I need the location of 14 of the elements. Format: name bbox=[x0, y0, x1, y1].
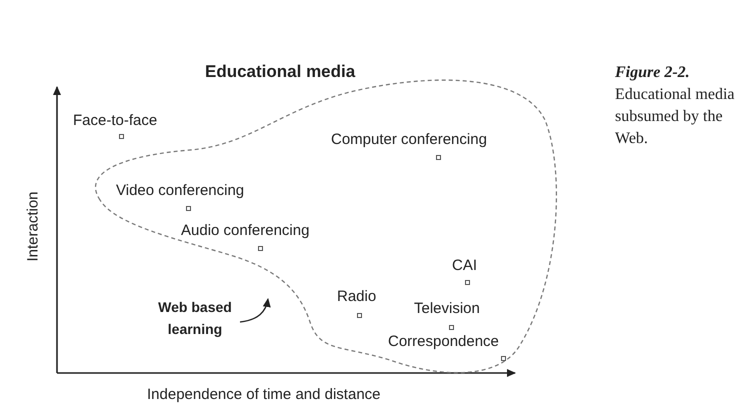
point-label: Computer conferencing bbox=[331, 131, 487, 148]
point-label: CAI bbox=[452, 257, 478, 274]
point-label: Face-to-face bbox=[73, 112, 158, 129]
arrow bbox=[240, 298, 270, 323]
point-label: Radio bbox=[337, 288, 376, 305]
chart-title: Educational media bbox=[205, 62, 356, 82]
region-label: Web based learning bbox=[150, 296, 240, 340]
figure-caption: Figure 2-2. Educational media subsumed by the Web. bbox=[615, 63, 736, 149]
point-label: Correspondence bbox=[388, 333, 499, 350]
axis-label: Independence of time and distance bbox=[147, 386, 381, 403]
point-label: Audio conferencing bbox=[181, 222, 310, 239]
point-label: Television bbox=[414, 300, 480, 317]
axis-label: Interaction bbox=[24, 190, 42, 264]
point-label: Video conferencing bbox=[116, 182, 244, 199]
